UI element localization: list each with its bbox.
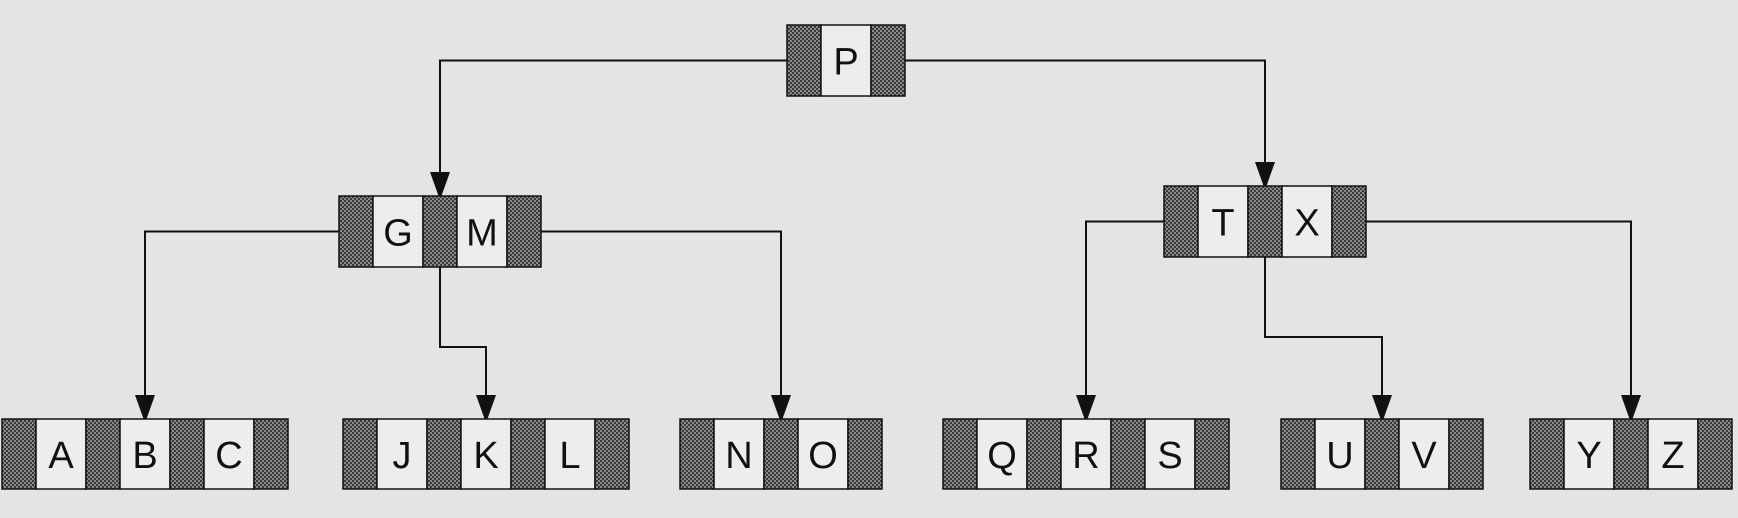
pointer-cell bbox=[679, 418, 715, 490]
key-label: A bbox=[48, 435, 74, 477]
key-cell bbox=[119, 418, 171, 490]
key-label: J bbox=[393, 435, 412, 477]
pointer-cell bbox=[1026, 418, 1062, 490]
edges-layer bbox=[135, 59, 1641, 423]
pointer-cell bbox=[763, 418, 799, 490]
key-label: B bbox=[132, 435, 157, 477]
key-label: Q bbox=[987, 435, 1017, 477]
key-cell bbox=[456, 195, 508, 268]
pointer-cell bbox=[786, 24, 822, 97]
key-cell bbox=[1144, 418, 1196, 490]
pointer-cell bbox=[422, 195, 458, 268]
arrow-stem bbox=[1381, 395, 1383, 423]
edge-tx-yz bbox=[1366, 220, 1632, 401]
pointer-cell bbox=[506, 195, 542, 268]
key-cell bbox=[544, 418, 596, 490]
edge-gm-jkl bbox=[439, 231, 487, 401]
arrow-stem bbox=[144, 395, 146, 423]
pointer-cell bbox=[1364, 418, 1400, 490]
pointer-cell bbox=[338, 195, 374, 268]
pointer-cell bbox=[870, 24, 906, 97]
key-cell bbox=[1398, 418, 1450, 490]
key-label: Z bbox=[1661, 435, 1684, 477]
pointer-cell bbox=[426, 418, 462, 490]
pointer-cell bbox=[1331, 185, 1367, 258]
arrow-stem bbox=[1264, 162, 1266, 190]
key-cell bbox=[976, 418, 1028, 490]
edge-gm-no bbox=[541, 230, 782, 401]
pointer-cell bbox=[942, 418, 978, 490]
key-cell bbox=[1563, 418, 1615, 490]
key-cell bbox=[820, 24, 872, 97]
pointer-cell bbox=[169, 418, 205, 490]
key-label: K bbox=[473, 435, 498, 477]
node-root: P bbox=[786, 24, 906, 97]
key-label: V bbox=[1411, 435, 1437, 477]
key-cell bbox=[376, 418, 428, 490]
pointer-cell bbox=[510, 418, 546, 490]
pointer-cell bbox=[847, 418, 883, 490]
node-qrs: Q R S bbox=[942, 418, 1230, 490]
edge-root-gm bbox=[439, 59, 787, 178]
key-label: G bbox=[383, 213, 413, 255]
pointer-cell bbox=[1697, 418, 1733, 490]
pointer-cell bbox=[1163, 185, 1199, 258]
key-label: U bbox=[1326, 435, 1353, 477]
pointer-cell bbox=[1448, 418, 1484, 490]
pointer-cell bbox=[253, 418, 289, 490]
key-cell bbox=[1281, 185, 1333, 258]
pointer-cell bbox=[1280, 418, 1316, 490]
pointer-cell bbox=[594, 418, 630, 490]
pointer-cell bbox=[1613, 418, 1649, 490]
pointer-cell bbox=[1, 418, 37, 490]
arrow-stem bbox=[780, 395, 782, 423]
key-label: O bbox=[808, 435, 838, 477]
pointer-cell bbox=[1110, 418, 1146, 490]
key-label: X bbox=[1294, 203, 1319, 245]
pointer-cell bbox=[342, 418, 378, 490]
pointer-cell bbox=[1194, 418, 1230, 490]
key-label: M bbox=[466, 213, 498, 255]
key-label: P bbox=[833, 42, 858, 84]
key-label: L bbox=[559, 435, 580, 477]
key-cell bbox=[372, 195, 424, 268]
key-cell bbox=[1314, 418, 1366, 490]
arrow-stem bbox=[1630, 395, 1632, 423]
arrow-stem bbox=[439, 172, 441, 200]
key-cell bbox=[797, 418, 849, 490]
key-cell bbox=[203, 418, 255, 490]
pointer-cell bbox=[85, 418, 121, 490]
pointer-cell bbox=[1247, 185, 1283, 258]
key-label: C bbox=[215, 435, 242, 477]
edge-root-tx bbox=[905, 59, 1266, 168]
pointer-cell bbox=[1529, 418, 1565, 490]
arrow-stem bbox=[1085, 395, 1087, 423]
key-label: Y bbox=[1576, 435, 1601, 477]
key-label: S bbox=[1157, 435, 1182, 477]
edge-tx-qrs bbox=[1085, 220, 1164, 401]
edge-tx-uv bbox=[1264, 221, 1383, 401]
edge-gm-abc bbox=[144, 230, 339, 401]
key-cell bbox=[1060, 418, 1112, 490]
key-cell bbox=[713, 418, 765, 490]
node-abc: A B C bbox=[1, 418, 289, 490]
key-label: N bbox=[725, 435, 752, 477]
key-cell bbox=[1197, 185, 1249, 258]
arrow-stem bbox=[485, 395, 487, 423]
key-cell bbox=[35, 418, 87, 490]
key-label: T bbox=[1211, 203, 1234, 245]
key-label: R bbox=[1072, 435, 1099, 477]
node-jkl: J K L bbox=[342, 418, 630, 490]
